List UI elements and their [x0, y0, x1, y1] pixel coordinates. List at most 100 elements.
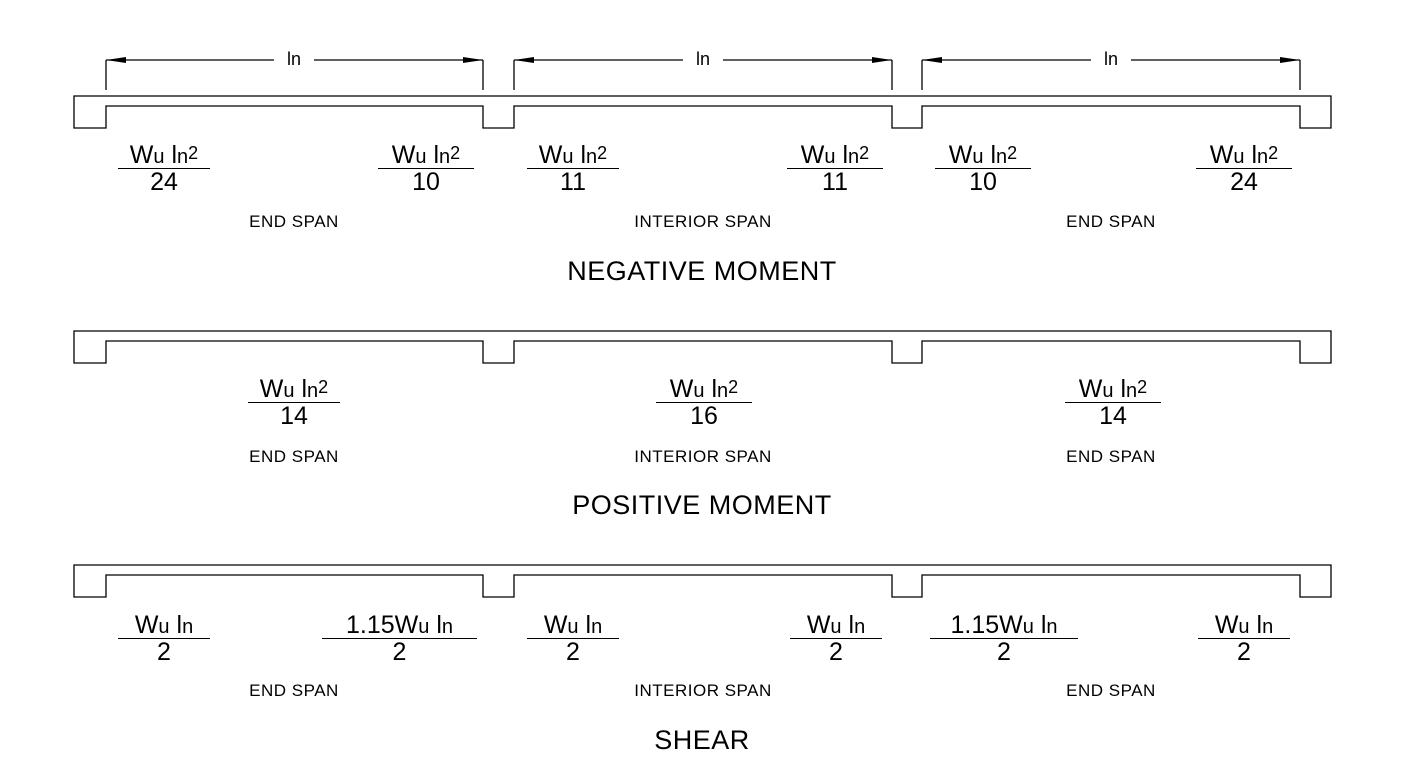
numerator-l: l: [176, 611, 183, 639]
fraction-denominator: 11: [822, 168, 848, 196]
fraction-bar: [787, 168, 883, 169]
numerator-u: u: [567, 616, 579, 638]
numerator-exponent: 2: [859, 143, 870, 163]
numerator-w: W: [1209, 141, 1234, 169]
numerator-l: l: [1256, 611, 1263, 639]
numerator-prefix: 1.15: [950, 611, 1000, 639]
span-label: INTERIOR SPAN: [634, 681, 772, 700]
fraction-bar: [1198, 638, 1290, 639]
fraction-numerator: Wu ln: [790, 611, 882, 641]
numerator-u: u: [418, 616, 430, 638]
numerator-exponent: 2: [1007, 143, 1018, 163]
numerator-u: u: [158, 616, 170, 638]
numerator-l: l: [585, 611, 592, 639]
fraction-numerator: Wu ln2: [787, 141, 883, 171]
fraction-denominator: 14: [1099, 402, 1127, 430]
fraction-denominator: 2: [566, 638, 580, 666]
section-title-shear: SHEAR: [654, 725, 750, 755]
numerator-l: l: [1120, 375, 1127, 403]
numerator-l: l: [436, 611, 442, 639]
numerator-l: l: [1251, 141, 1258, 169]
span-label: END SPAN: [1066, 447, 1156, 466]
fraction-bar: [1196, 168, 1292, 169]
numerator-w: W: [391, 141, 416, 169]
numerator-n: n: [307, 380, 319, 402]
fraction-denominator: 14: [280, 402, 308, 430]
numerator-exponent: 2: [318, 377, 329, 397]
numerator-exponent: 2: [1137, 377, 1148, 397]
fraction-denominator: 2: [997, 638, 1011, 666]
fraction-bar: [656, 402, 752, 403]
fraction-numerator: Wu ln2: [935, 141, 1031, 171]
coefficient-fraction: Wu ln2 14: [248, 375, 340, 431]
numerator-l: l: [580, 141, 587, 169]
dimension-label-span-1: ln: [274, 49, 314, 70]
fraction-numerator: Wu ln2: [378, 141, 474, 171]
numerator-u: u: [562, 146, 574, 168]
fraction-bar: [322, 638, 477, 639]
fraction-numerator: Wu ln: [527, 611, 619, 641]
coefficient-fraction: 1.15Wu ln 2: [930, 611, 1078, 667]
numerator-u: u: [1022, 616, 1034, 638]
numerator-u: u: [153, 146, 165, 168]
fraction-bar: [118, 168, 210, 169]
numerator-exponent: 2: [188, 143, 199, 163]
beam-outline-shear: [73, 564, 1332, 598]
numerator-w: W: [394, 611, 419, 639]
numerator-w: W: [129, 141, 154, 169]
numerator-u: u: [1233, 146, 1245, 168]
fraction-bar: [790, 638, 882, 639]
numerator-w: W: [948, 141, 973, 169]
fraction-bar: [935, 168, 1031, 169]
section-title-negative-moment: NEGATIVE MOMENT: [567, 256, 837, 286]
numerator-n: n: [1046, 616, 1058, 638]
numerator-exponent: 2: [450, 143, 461, 163]
numerator-w: W: [259, 375, 284, 403]
numerator-u: u: [283, 380, 295, 402]
span-label: END SPAN: [1066, 681, 1156, 700]
numerator-exponent: 2: [1268, 143, 1279, 163]
span-label: END SPAN: [249, 212, 339, 231]
fraction-denominator: 11: [560, 168, 586, 196]
dimension-arrowheads: [106, 57, 1300, 63]
fraction-bar: [248, 402, 340, 403]
numerator-w: W: [999, 611, 1023, 639]
numerator-w: W: [1078, 375, 1103, 403]
fraction-denominator: 2: [392, 638, 407, 666]
numerator-w: W: [800, 141, 825, 169]
numerator-u: u: [1102, 380, 1114, 402]
fraction-denominator: 2: [829, 638, 843, 666]
numerator-n: n: [854, 616, 866, 638]
fraction-bar: [930, 638, 1078, 639]
fraction-numerator: Wu ln: [118, 611, 210, 641]
span-label: END SPAN: [1066, 212, 1156, 231]
fraction-denominator: 2: [1237, 638, 1251, 666]
numerator-l: l: [301, 375, 308, 403]
numerator-n: n: [1257, 146, 1269, 168]
numerator-n: n: [848, 146, 860, 168]
numerator-w: W: [538, 141, 563, 169]
numerator-u: u: [693, 380, 705, 402]
numerator-w: W: [1214, 611, 1239, 639]
numerator-l: l: [1040, 611, 1047, 639]
fraction-bar: [1065, 402, 1161, 403]
dimension-label-span-3: ln: [1091, 49, 1131, 70]
fraction-denominator: 2: [157, 638, 171, 666]
numerator-n: n: [182, 616, 194, 638]
numerator-n: n: [441, 616, 454, 638]
fraction-numerator: Wu ln2: [1196, 141, 1292, 171]
numerator-u: u: [1238, 616, 1250, 638]
numerator-n: n: [591, 616, 603, 638]
